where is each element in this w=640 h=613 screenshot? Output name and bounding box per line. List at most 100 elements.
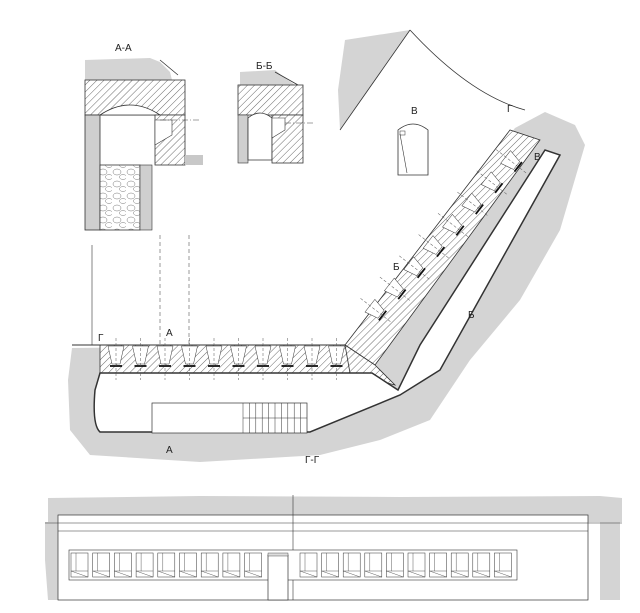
- cut-marker-g-left: Г: [98, 333, 104, 344]
- ground-upper: [338, 30, 410, 130]
- entrance-door: [267, 554, 289, 601]
- window-frame: [472, 552, 491, 578]
- section-gg-label: Г-Г: [305, 455, 320, 466]
- window: [200, 552, 219, 578]
- embrasure-opening: [384, 277, 404, 298]
- window-splay: [494, 570, 512, 578]
- embrasure-opening: [364, 298, 385, 319]
- window: [92, 552, 110, 578]
- section-bb-label: Б-Б: [256, 61, 273, 72]
- window: [364, 552, 383, 578]
- window-splay: [114, 570, 132, 578]
- window: [222, 552, 241, 578]
- cut-marker-g-top: Г: [507, 104, 513, 115]
- window-splay: [386, 570, 404, 578]
- embrasure: [399, 255, 430, 280]
- window-splay: [70, 570, 89, 578]
- cut-marker-a-top: А: [166, 328, 173, 339]
- section-aa-label: А-А: [115, 43, 132, 54]
- window-splay: [201, 570, 219, 578]
- cut-marker-b-lower: Б: [468, 310, 475, 321]
- embrasure-opening: [480, 171, 501, 192]
- embrasure-opening: [422, 235, 443, 255]
- window: [494, 552, 512, 578]
- window-splay: [364, 570, 382, 578]
- window-frame: [135, 552, 154, 578]
- window-splay: [299, 570, 318, 578]
- window-frame: [494, 552, 512, 578]
- section-a-a: А-А: [84, 43, 203, 231]
- window-frame: [179, 552, 197, 578]
- embrasure: [457, 191, 488, 216]
- window-frame: [321, 552, 339, 578]
- firing-axis: [399, 255, 430, 280]
- window: [244, 552, 262, 578]
- window-frame: [450, 552, 469, 578]
- window-splay: [343, 570, 361, 578]
- plan: [68, 29, 585, 462]
- stairs: [242, 403, 307, 433]
- embrasure: [379, 276, 410, 301]
- gun-mount: [513, 161, 523, 173]
- window-frame: [200, 552, 219, 578]
- firing-axis: [495, 149, 527, 174]
- window-splay: [321, 570, 339, 578]
- cut-marker-v: В: [534, 152, 541, 163]
- embrasure: [476, 170, 507, 195]
- window-splay: [429, 570, 447, 578]
- window-splay: [136, 570, 154, 578]
- embrasure: [437, 213, 469, 237]
- casemate-interior: [93, 149, 562, 433]
- window-frame: [222, 552, 241, 578]
- embrasure-opening: [403, 256, 424, 277]
- left-wing-embrasures: [107, 338, 345, 380]
- window: [157, 552, 176, 578]
- window: [342, 552, 361, 578]
- room-v: [397, 123, 429, 176]
- window-frame: [70, 552, 89, 578]
- window-frame: [299, 552, 318, 578]
- window-frame: [386, 552, 404, 578]
- window-frame: [407, 552, 426, 578]
- window-frame: [244, 552, 262, 578]
- elevation-g-g: [45, 495, 622, 601]
- embrasure: [360, 298, 391, 322]
- firing-axis: [457, 191, 488, 216]
- window-splay: [451, 570, 469, 578]
- window-frame: [429, 552, 447, 578]
- section-b-b: Б-Б: [237, 61, 315, 164]
- window-splay: [179, 570, 197, 578]
- window: [386, 552, 404, 578]
- window: [114, 552, 132, 578]
- window-splay: [92, 570, 110, 578]
- section-v-label: В: [411, 106, 418, 117]
- window-splay: [157, 570, 175, 578]
- embrasure-opening: [442, 213, 462, 234]
- embrasure-opening: [500, 150, 521, 170]
- diagonal-wing-embrasures: [360, 149, 527, 322]
- window: [321, 552, 339, 578]
- window: [472, 552, 491, 578]
- window-frame: [364, 552, 383, 578]
- cut-marker-b-upper: Б: [393, 262, 400, 273]
- firing-axis: [476, 170, 507, 195]
- window: [299, 552, 318, 578]
- firing-axis: [379, 276, 410, 301]
- window-frame: [114, 552, 132, 578]
- window: [179, 552, 197, 578]
- window-frame: [342, 552, 361, 578]
- window-splay: [244, 570, 262, 578]
- firing-axis: [437, 213, 469, 237]
- cut-marker-a-bottom: А: [166, 445, 173, 456]
- window-splay: [407, 570, 426, 578]
- window: [70, 552, 89, 578]
- elevation-windows: [70, 552, 512, 578]
- window: [135, 552, 154, 578]
- window: [407, 552, 426, 578]
- embrasure: [418, 234, 449, 259]
- window-splay: [222, 570, 240, 578]
- window: [429, 552, 447, 578]
- window-frame: [92, 552, 110, 578]
- firing-axis: [418, 234, 449, 259]
